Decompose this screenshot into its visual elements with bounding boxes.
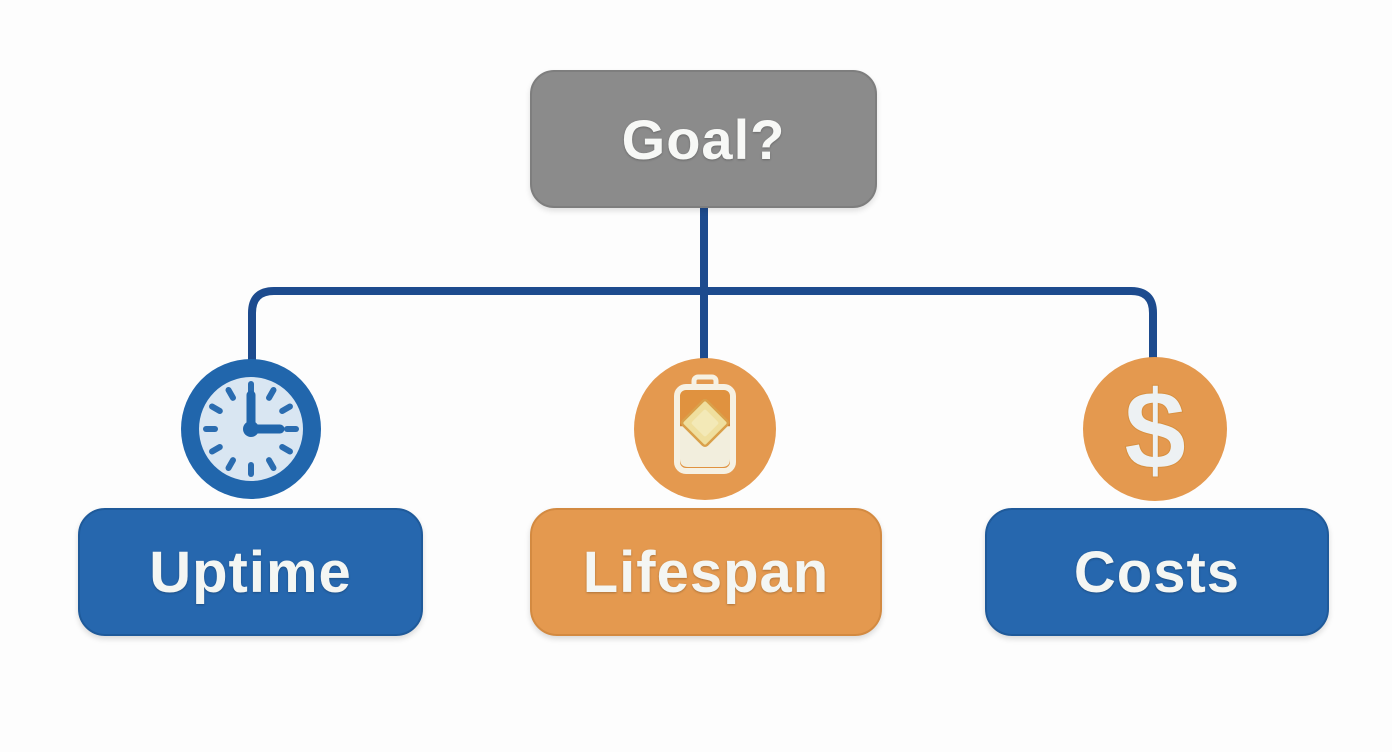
leaf-node-costs: Costs [985, 508, 1329, 636]
battery-icon [632, 356, 778, 502]
leaf-node-uptime: Uptime [78, 508, 423, 636]
leaf-node-label: Costs [1073, 539, 1241, 605]
root-node-label: Goal? [621, 107, 786, 171]
clock-icon [178, 356, 324, 502]
dollar-icon: $ [1082, 356, 1228, 502]
leaf-node-label: Uptime [149, 539, 352, 605]
leaf-node-lifespan: Lifespan [530, 508, 882, 636]
dollar-symbol: $ [1124, 368, 1186, 493]
leaf-node-label: Lifespan [582, 539, 830, 605]
root-node-goal: Goal? [530, 70, 877, 208]
